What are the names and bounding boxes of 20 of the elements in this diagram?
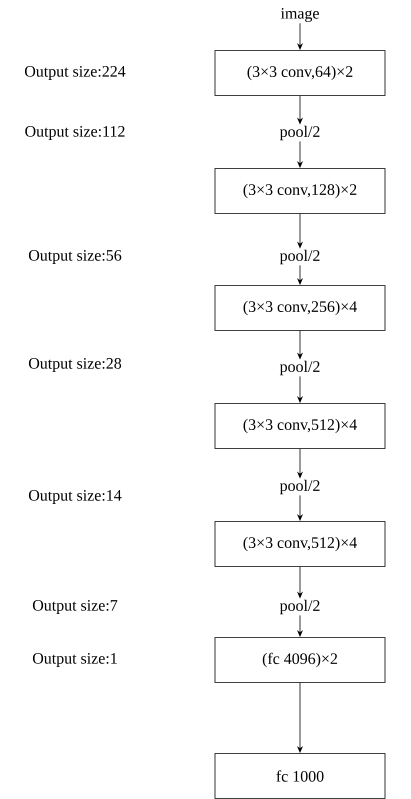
size-label: Output size:112 [25, 126, 125, 140]
stage-label: pool/2 [280, 600, 320, 614]
size-label: Output size:28 [28, 358, 122, 372]
stage-label: pool/2 [280, 360, 320, 376]
size-label: Output size:7 [32, 600, 118, 614]
size-label: Output size:224 [24, 66, 126, 80]
size-label: Output size:14 [28, 490, 122, 504]
stage-label: pool/2 [280, 126, 320, 140]
layer-box: (3×3 conv,256)×4 [214, 285, 386, 331]
layer-box: (fc 4096)×2 [214, 637, 386, 683]
size-label: Output size:56 [28, 250, 122, 264]
stage-label: pool/2 [280, 250, 320, 264]
layer-box: fc 1000 [214, 753, 386, 799]
layer-box: (3×3 conv,512)×4 [214, 521, 386, 567]
stage-label: pool/2 [280, 480, 320, 494]
layer-box: (3×3 conv,64)×2 [214, 50, 386, 96]
size-label: Output size:1 [32, 653, 117, 667]
stage-label: image [280, 8, 319, 22]
layer-box: (3×3 conv,512)×4 [214, 403, 386, 449]
layer-box: (3×3 conv,128)×2 [214, 168, 386, 214]
